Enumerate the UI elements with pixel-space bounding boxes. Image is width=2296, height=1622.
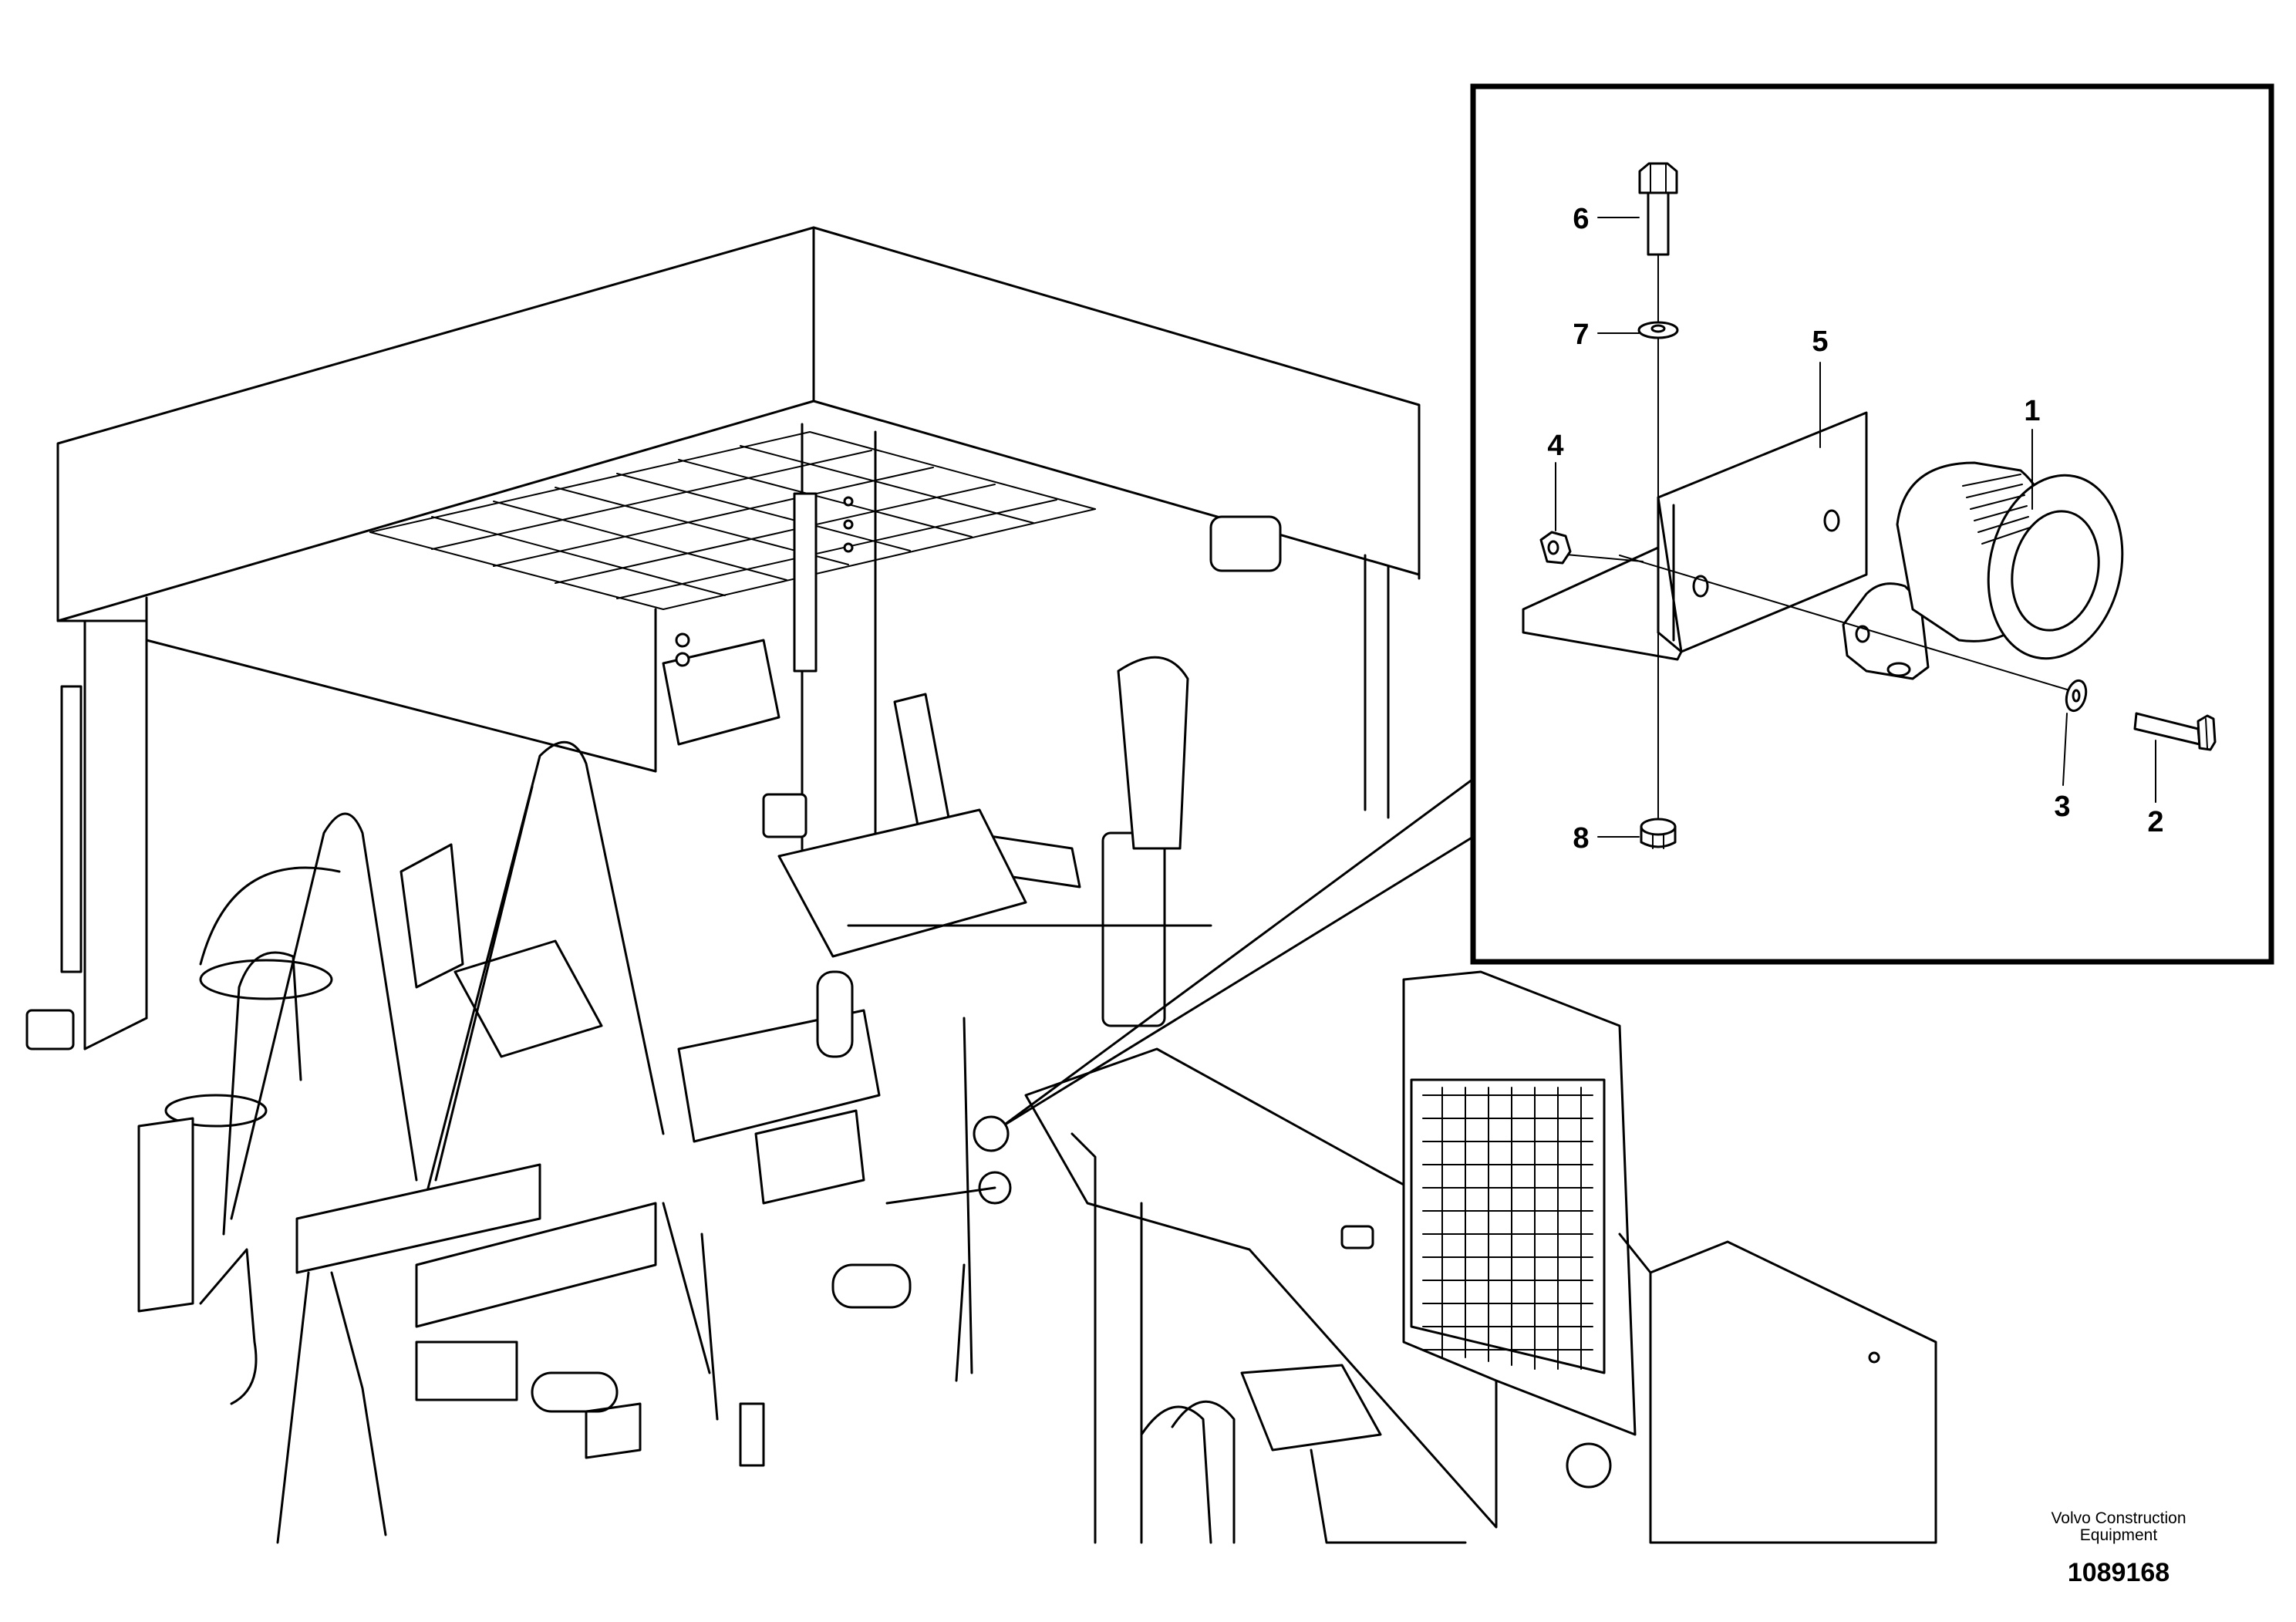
callout-labels: 1 2 3 4 5 6 7 8 — [1547, 203, 2163, 855]
detail-frame — [1470, 83, 2274, 965]
callout-3: 3 — [2054, 791, 2070, 823]
callout-7: 7 — [1573, 319, 1589, 351]
pillar-hardware — [25, 492, 1282, 1050]
drawing-number: 1089168 — [2067, 1558, 2170, 1587]
roof-canopy — [56, 226, 1421, 622]
part-1-horn — [1842, 461, 2124, 680]
part-5-bracket — [1522, 411, 1868, 661]
part-8-nut — [1640, 818, 1677, 849]
control-console — [677, 808, 1027, 1205]
machine-drawing — [25, 226, 1937, 1544]
part-3-washer — [2065, 679, 2088, 713]
callout-5: 5 — [1812, 325, 1828, 358]
brand-credit: Volvo Construction Equipment — [2003, 1510, 2234, 1544]
detail-inset: 1 2 3 4 5 6 7 8 — [1470, 83, 2274, 965]
nut-4-axis — [1557, 553, 1644, 562]
lower-platform — [137, 1117, 966, 1544]
horizontal-assembly-axis — [1619, 555, 2083, 695]
lower-engine — [585, 1364, 1612, 1544]
callout-2: 2 — [2147, 806, 2163, 838]
part-2-bolt — [2133, 712, 2217, 751]
callout-6: 6 — [1573, 203, 1589, 235]
part-4-nut — [1539, 531, 1572, 565]
brand-name-line2: Equipment — [2079, 1526, 2158, 1544]
part-6-bolt — [1638, 162, 1678, 256]
callout-8: 8 — [1573, 822, 1589, 855]
callout-4: 4 — [1547, 430, 1563, 462]
brand-name: Volvo Construction — [2051, 1509, 2186, 1527]
roof-grid — [369, 431, 1096, 610]
callout-pointer — [973, 777, 1475, 1152]
leader-lines — [1555, 217, 2156, 838]
part-7-washer — [1637, 321, 1679, 339]
engine-hood — [1402, 970, 1937, 1544]
canopy-pillars — [83, 423, 1390, 1050]
safety-rails — [164, 740, 665, 1236]
callout-1: 1 — [2024, 395, 2040, 427]
grille-pattern — [1422, 1087, 1593, 1370]
side-panel — [847, 924, 1498, 1544]
